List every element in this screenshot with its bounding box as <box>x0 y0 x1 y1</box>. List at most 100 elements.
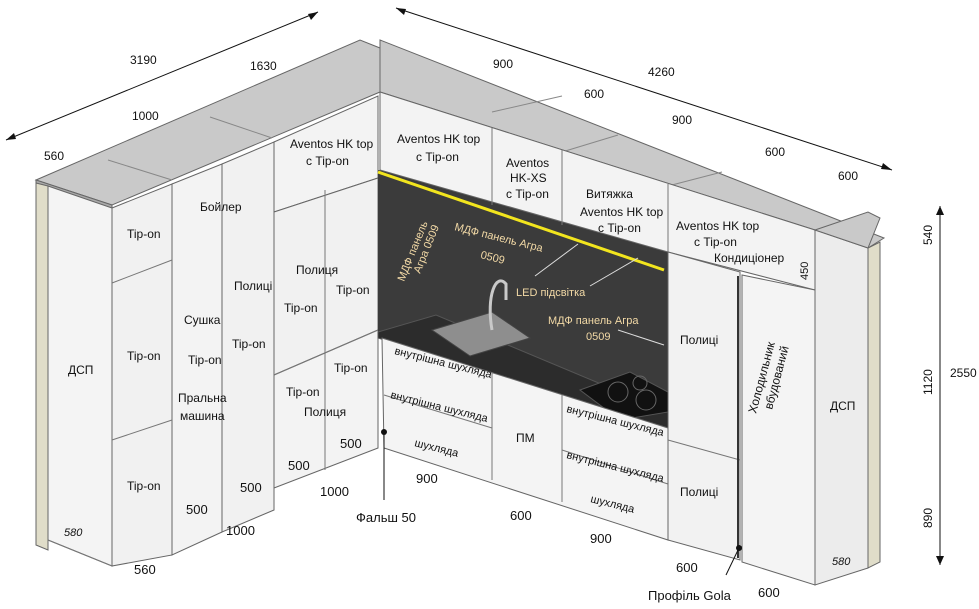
dim-1120: 1120 <box>921 369 935 395</box>
label-hood: Витяжка <box>586 187 633 201</box>
label-tipon-1: Tip-on <box>127 227 161 241</box>
slab-divider <box>491 95 563 113</box>
label-dishwasher: ПМ <box>516 431 535 445</box>
mdf-arrow <box>534 243 579 277</box>
door-line <box>47 539 113 567</box>
label-aventos-xs-2: HK-XS <box>510 171 547 185</box>
gola-leader <box>725 547 740 576</box>
label-aventos-4a: Aventos HK top <box>676 219 759 233</box>
label-aventos-1b: с Tip-on <box>306 154 349 168</box>
dim-500-d: 500 <box>340 436 362 451</box>
right-side-board <box>867 241 881 569</box>
dim-900-bottom-a: 900 <box>416 471 438 486</box>
arrow-head <box>936 206 944 215</box>
dim-560-top: 560 <box>44 149 64 163</box>
label-conditioner: Кондиціонер <box>714 251 785 265</box>
dim-450: 450 <box>799 262 811 280</box>
label-shelf-single-2: Полиця <box>304 405 346 419</box>
dim-600-bottom-a: 600 <box>510 508 532 523</box>
led-arrow <box>589 257 639 287</box>
dim-580-left: 580 <box>64 527 83 539</box>
faucet <box>488 279 508 331</box>
dim-4260: 4260 <box>648 65 675 79</box>
dim-500-b: 500 <box>240 480 262 495</box>
dim-1000-bottom-a: 1000 <box>226 523 255 538</box>
mdf-arrow-2 <box>617 329 665 346</box>
label-mdf-panel-4: 0509 <box>586 331 610 343</box>
door-line <box>273 329 379 376</box>
hob-ring <box>635 389 657 411</box>
label-tipon-d: Tip-on <box>334 361 368 375</box>
upper-right-front <box>379 91 816 291</box>
label-shelves-upper-right: Полиці <box>680 333 718 347</box>
arrow-head <box>881 163 892 170</box>
label-filler: Фальш 50 <box>356 510 416 525</box>
left-side-board <box>35 182 49 551</box>
label-aventos-4b: с Tip-on <box>694 235 737 249</box>
tall-right-column <box>667 251 741 561</box>
label-tipon-b: Tip-on <box>336 283 370 297</box>
label-aventos-2a: Aventos HK top <box>397 132 480 146</box>
dim-600-bottom-b: 600 <box>676 560 698 575</box>
door-line <box>111 419 173 441</box>
dim-900-bottom-b: 900 <box>590 531 612 546</box>
led-strip <box>377 170 665 272</box>
label-tipon-shelves: Tip-on <box>232 337 266 351</box>
arrow-head <box>396 8 406 15</box>
dim-580-right: 580 <box>832 556 851 568</box>
label-washer-1: Пральна <box>178 391 227 405</box>
dim-1000-top: 1000 <box>132 109 159 123</box>
dim-900-top-a: 900 <box>493 57 513 71</box>
label-mdf-panel-3: МДФ панель Агра <box>548 315 639 327</box>
label-led: LED підсвітка <box>516 287 586 299</box>
dim-600-bottom-c: 600 <box>758 585 780 600</box>
fridge-front <box>741 274 816 586</box>
arrow-head <box>936 556 944 565</box>
dim-600-top-b: 600 <box>765 145 785 159</box>
dim-line-top-left <box>5 11 319 141</box>
label-tipon-3: Tip-on <box>127 479 161 493</box>
dim-500-a: 500 <box>186 502 208 517</box>
label-washer-2: машина <box>180 409 225 423</box>
left-tall-front-2 <box>111 183 173 567</box>
hob-ring <box>607 381 629 403</box>
dim-500-c: 500 <box>288 458 310 473</box>
dim-560-bottom: 560 <box>134 562 156 577</box>
dim-line-top-right <box>395 7 893 171</box>
left-tall-front-4 <box>221 141 275 533</box>
label-mdf-panel-2: 0509 <box>479 249 506 267</box>
dim-3190: 3190 <box>130 53 157 67</box>
right-top-cap <box>813 211 881 249</box>
label-aventos-2b: с Tip-on <box>416 150 459 164</box>
slab-divider <box>209 116 273 139</box>
arrow-head <box>308 12 318 20</box>
door-line <box>667 439 741 461</box>
door-line <box>111 259 173 284</box>
label-tipon-dryer: Tip-on <box>188 353 222 367</box>
slab-divider <box>561 134 619 153</box>
dim-1000-bottom-b: 1000 <box>320 484 349 499</box>
label-tipon-a: Tip-on <box>284 301 318 315</box>
dim-1630: 1630 <box>250 59 277 73</box>
label-dsp-left: ДСП <box>68 363 93 377</box>
label-tipon-2: Tip-on <box>127 349 161 363</box>
dim-540: 540 <box>921 225 935 245</box>
door-line <box>383 394 493 429</box>
dim-600-top-a: 600 <box>584 87 604 101</box>
sink <box>430 311 532 357</box>
door-line <box>561 449 669 485</box>
label-shelves-1: Полиці <box>234 279 272 293</box>
label-shelf-single: Полиця <box>296 263 338 277</box>
dim-600-top-c: 600 <box>838 169 858 183</box>
label-aventos-1a: Aventos HK top <box>290 137 373 151</box>
label-tipon-c: Tip-on <box>286 385 320 399</box>
slab-divider <box>107 159 173 181</box>
label-aventos-3b: с Tip-on <box>598 221 641 235</box>
slab-divider <box>667 171 723 187</box>
label-gola: Профіль Gola <box>648 588 732 603</box>
dim-2550: 2550 <box>950 366 977 380</box>
arrow-head <box>6 133 16 140</box>
label-boiler: Бойлер <box>200 200 242 214</box>
label-dryer: Сушка <box>184 313 221 327</box>
